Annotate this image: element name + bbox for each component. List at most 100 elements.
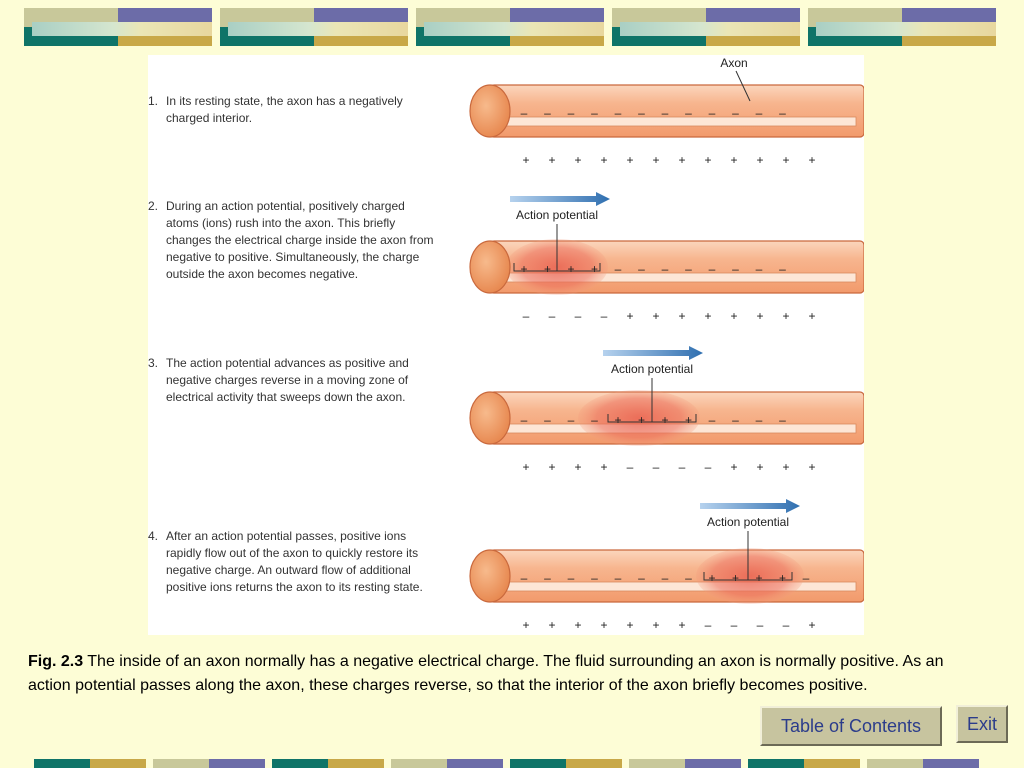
axon-4: ––––––––++++–+++++++––––+Action potentia… xyxy=(469,499,864,632)
outside-charge: + xyxy=(522,618,529,632)
inside-charge: + xyxy=(591,262,598,276)
outside-charge: + xyxy=(730,309,737,323)
step-text: In its resting state, the axon has a neg… xyxy=(166,94,403,125)
axon-label-pointer xyxy=(735,70,751,102)
step-number: 2. xyxy=(148,199,159,213)
axon-end-cap xyxy=(469,84,511,138)
table-of-contents-button[interactable]: Table of Contents xyxy=(760,706,942,746)
step-number: 3. xyxy=(148,356,159,370)
outside-charge: + xyxy=(600,618,607,632)
axon-end-cap xyxy=(469,549,511,603)
inside-charge: + xyxy=(567,262,574,276)
inside-charge: – xyxy=(685,571,692,585)
outside-charge: + xyxy=(808,618,815,632)
outside-charge: + xyxy=(808,460,815,474)
axon-3: ––––++++––––++++––––++++Action potential xyxy=(469,346,864,474)
outside-charge: – xyxy=(575,309,582,323)
outside-charge: – xyxy=(627,460,634,474)
outside-charge: – xyxy=(731,618,738,632)
inside-charge: – xyxy=(779,262,786,276)
action-potential-label: Action potential xyxy=(516,208,598,222)
inside-charge: – xyxy=(638,106,645,120)
inside-charge: – xyxy=(685,106,692,120)
outside-charge: – xyxy=(679,460,686,474)
outside-charge: + xyxy=(652,618,659,632)
inside-charge: – xyxy=(732,413,739,427)
axon-inner xyxy=(499,116,857,127)
inside-charge: – xyxy=(568,571,575,585)
step-number: 1. xyxy=(148,94,159,108)
inside-charge: – xyxy=(756,106,763,120)
outside-charge: + xyxy=(704,309,711,323)
inside-charge: – xyxy=(568,106,575,120)
outside-charge: – xyxy=(705,618,712,632)
direction-arrow xyxy=(603,346,703,360)
outside-charge: – xyxy=(783,618,790,632)
outside-charge: + xyxy=(678,309,685,323)
axon-end-cap xyxy=(469,240,511,294)
action-zone xyxy=(696,548,804,604)
inside-charge: + xyxy=(708,571,715,585)
outside-charge: + xyxy=(600,460,607,474)
outside-charge: + xyxy=(808,153,815,167)
inside-charge: – xyxy=(685,262,692,276)
inside-charge: + xyxy=(638,413,645,427)
outside-charge: + xyxy=(652,153,659,167)
figure-panel: – – – – – – – – – – – – + + + + + + + + + + + + + + + + – – – – – – – – – – – –… xyxy=(148,55,864,635)
outside-charge: + xyxy=(574,618,581,632)
outside-charge: + xyxy=(548,153,555,167)
outside-charge: – xyxy=(705,460,712,474)
inside-charge: – xyxy=(591,106,598,120)
outside-charge: – xyxy=(523,309,530,323)
inside-charge: – xyxy=(662,571,669,585)
inside-charge: – xyxy=(568,413,575,427)
outside-charge: + xyxy=(548,460,555,474)
inside-charge: + xyxy=(732,571,739,585)
outside-charge: – xyxy=(653,460,660,474)
inside-charge: – xyxy=(638,262,645,276)
inside-charge: – xyxy=(779,106,786,120)
inside-charge: – xyxy=(732,262,739,276)
banner-block xyxy=(612,8,800,46)
inside-charge: + xyxy=(661,413,668,427)
outside-charge: – xyxy=(549,309,556,323)
outside-charge: + xyxy=(522,460,529,474)
caption-text: The inside of an axon normally has a neg… xyxy=(28,653,944,694)
outside-charge: + xyxy=(678,618,685,632)
outside-charge: + xyxy=(704,153,711,167)
outside-charge: + xyxy=(548,618,555,632)
axon-label: Axon xyxy=(720,56,747,70)
inside-charge: – xyxy=(521,571,528,585)
inside-charge: – xyxy=(615,262,622,276)
inside-charge: – xyxy=(544,571,551,585)
outside-charge: – xyxy=(757,618,764,632)
axon-1: ––––––––––––++++++++++++ xyxy=(469,84,864,167)
inside-charge: + xyxy=(779,571,786,585)
action-potential-label: Action potential xyxy=(707,515,789,529)
direction-arrow xyxy=(510,192,610,206)
outside-charge: – xyxy=(601,309,608,323)
outside-charge: + xyxy=(808,309,815,323)
outside-charge: + xyxy=(522,153,529,167)
outside-charge: + xyxy=(730,460,737,474)
inside-charge: – xyxy=(662,262,669,276)
direction-arrow xyxy=(700,499,800,513)
inside-charge: – xyxy=(709,106,716,120)
outside-charge: + xyxy=(756,309,763,323)
step-number: 4. xyxy=(148,529,159,543)
inside-charge: – xyxy=(521,413,528,427)
banner-block xyxy=(24,8,212,46)
outside-charge: + xyxy=(782,460,789,474)
axon-end-cap xyxy=(469,391,511,445)
inside-charge: – xyxy=(615,571,622,585)
inside-charge: – xyxy=(591,413,598,427)
inside-charge: – xyxy=(591,571,598,585)
inside-charge: – xyxy=(756,413,763,427)
inside-charge: + xyxy=(614,413,621,427)
outside-charge: + xyxy=(756,460,763,474)
outside-charge: + xyxy=(782,309,789,323)
inside-charge: + xyxy=(755,571,762,585)
outside-charge: + xyxy=(600,153,607,167)
step-text: The action potential advances as positiv… xyxy=(166,356,409,404)
exit-button[interactable]: Exit xyxy=(956,705,1008,743)
